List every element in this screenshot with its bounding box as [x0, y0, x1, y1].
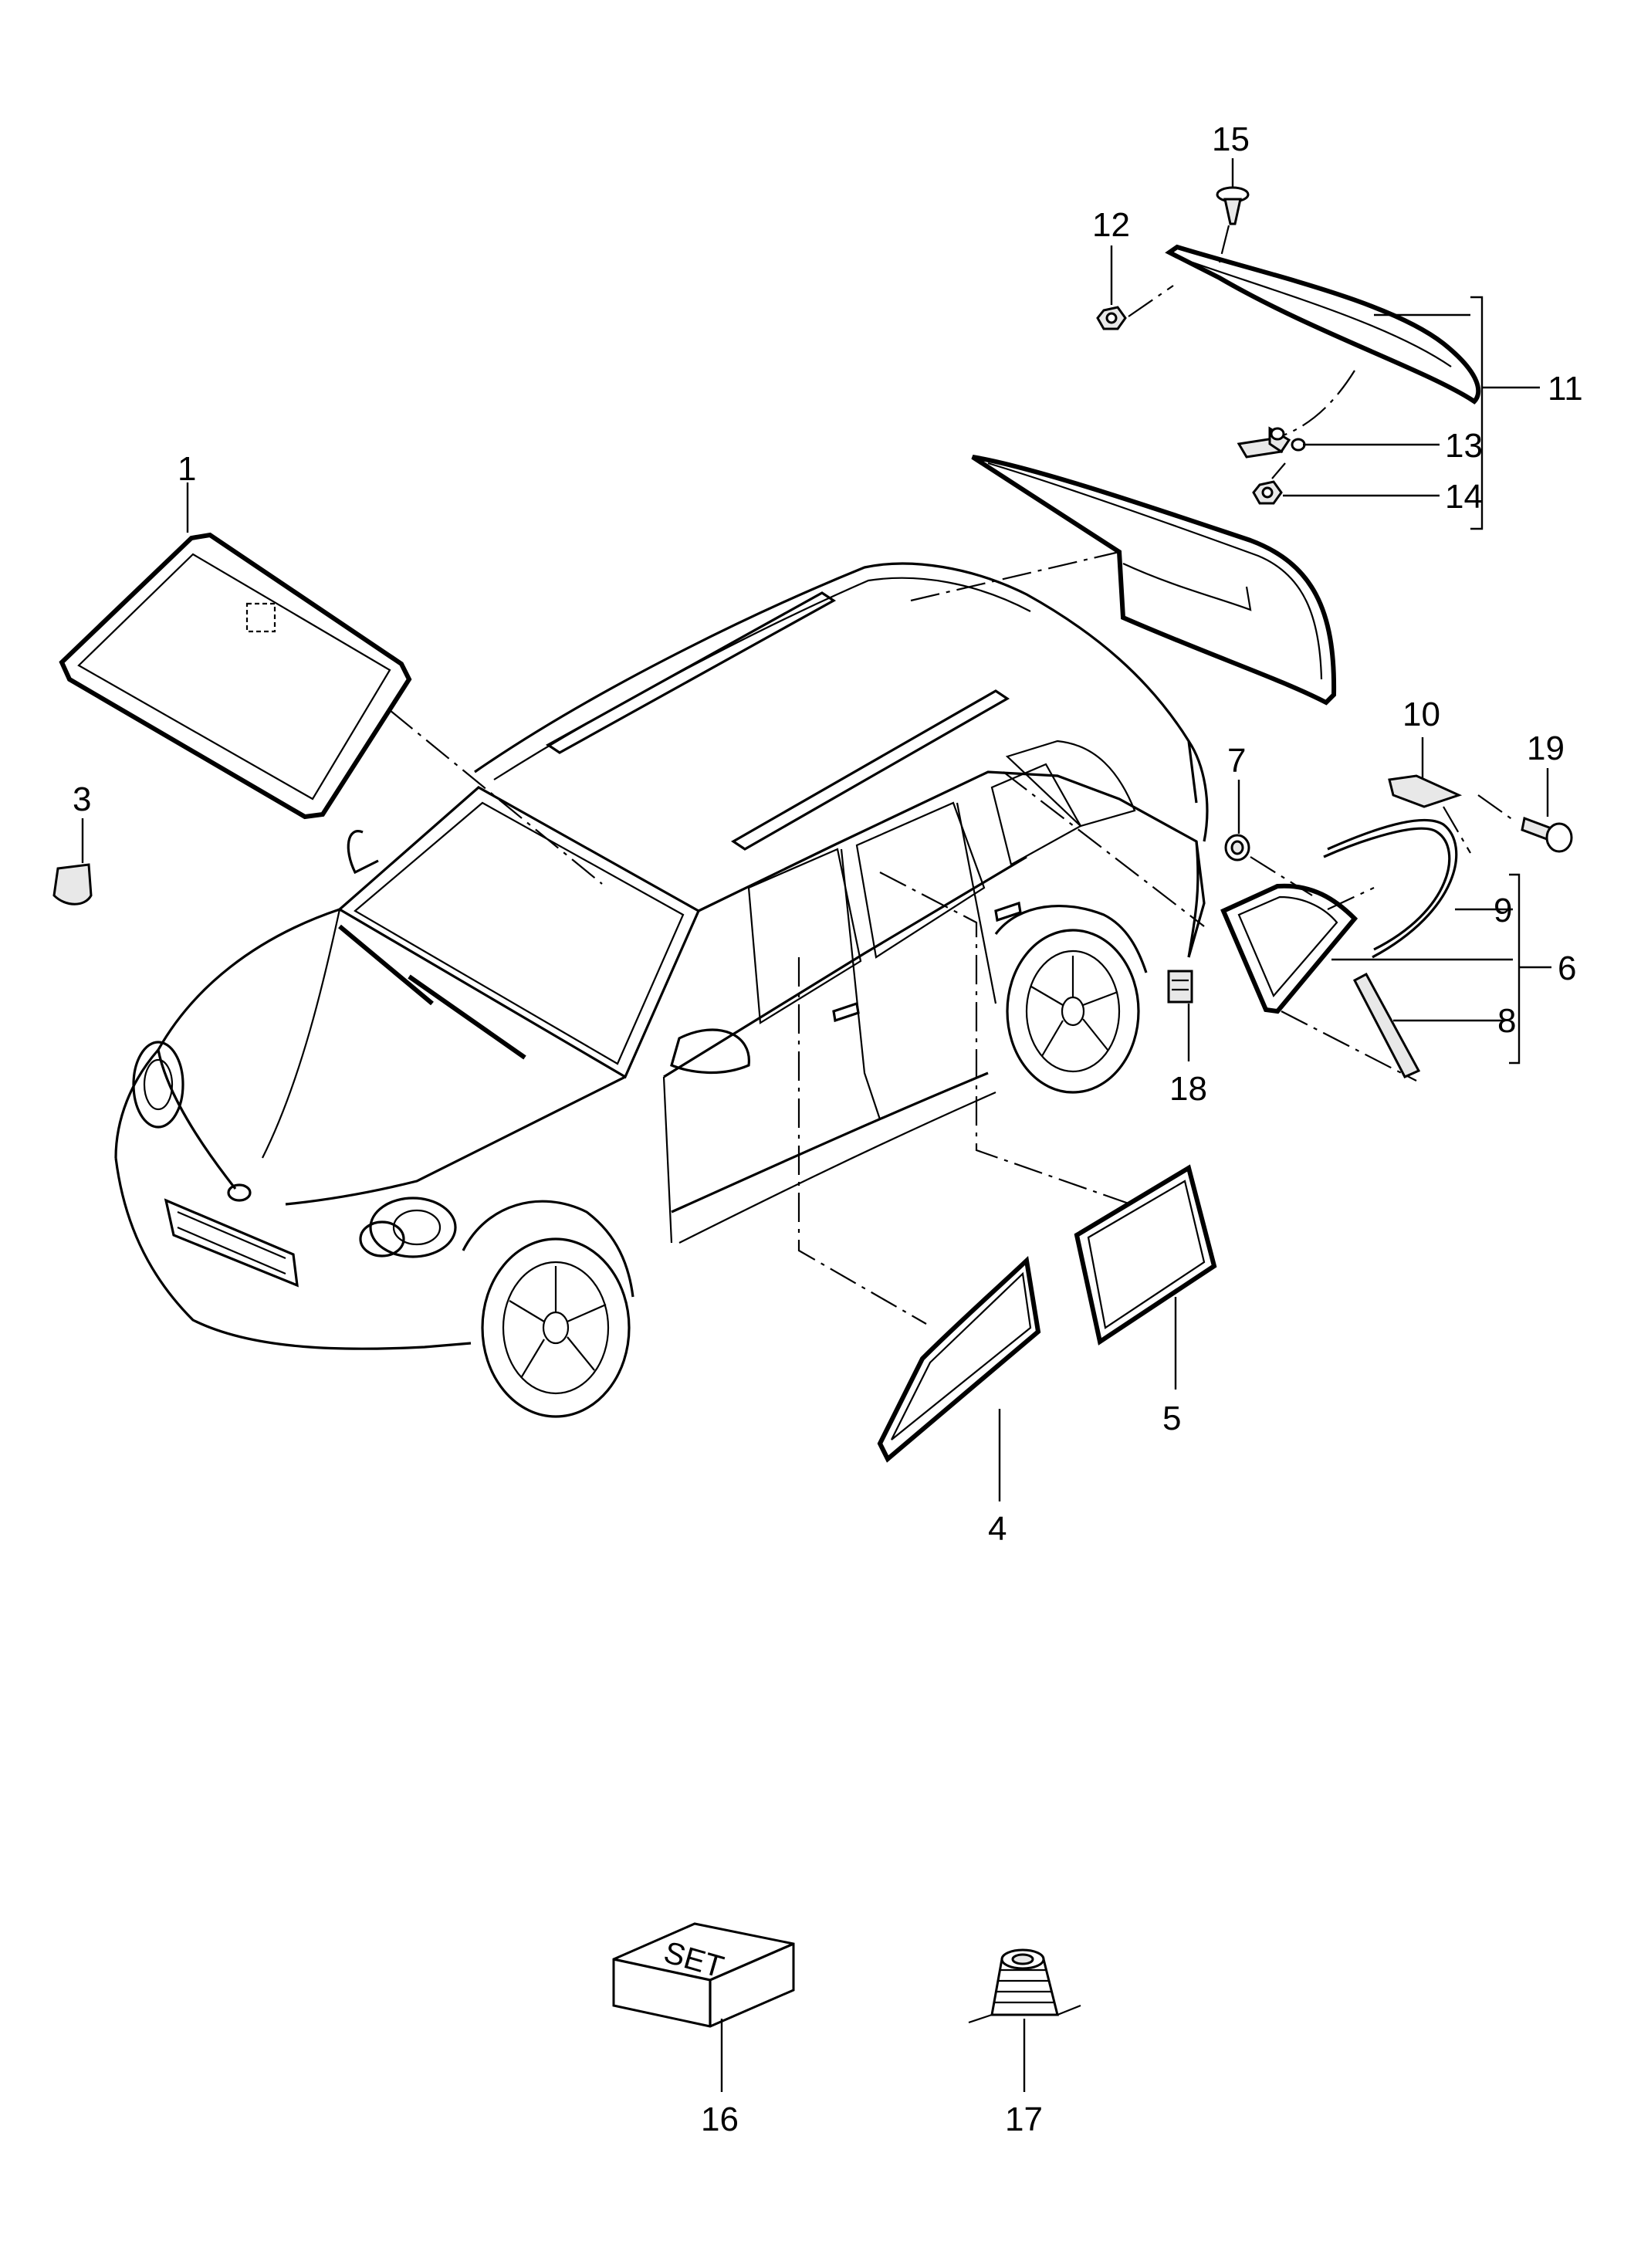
callout-13: 13	[1445, 427, 1483, 465]
callout-9: 9	[1494, 892, 1512, 929]
bracket-11	[1470, 296, 1540, 530]
grommet-part-7[interactable]	[1224, 780, 1313, 896]
front-door-glass-part[interactable]	[797, 957, 1041, 1501]
callout-8: 8	[1497, 1002, 1516, 1040]
rear-door-glass-part[interactable]	[879, 872, 1217, 1390]
nut-part-12[interactable]	[1096, 245, 1174, 330]
callout-7: 7	[1227, 742, 1246, 780]
clip-part-18[interactable]	[1167, 970, 1193, 1061]
callout-3: 3	[73, 780, 91, 818]
plug-part-15[interactable]	[1216, 158, 1250, 263]
set-box-part-16[interactable]: SET	[612, 1922, 795, 2092]
callout-15: 15	[1212, 120, 1250, 158]
nut-part-14[interactable]	[1252, 462, 1440, 505]
seal-part-9[interactable]	[1323, 818, 1513, 959]
clip-part-3[interactable]	[52, 818, 93, 906]
callout-16: 16	[701, 2100, 739, 2138]
callout-19: 19	[1527, 729, 1565, 767]
callout-14: 14	[1445, 478, 1483, 516]
quarter-glass-part-6[interactable]	[1003, 771, 1513, 1082]
callout-6: 6	[1558, 950, 1576, 987]
hinge-part-13[interactable]	[1237, 426, 1440, 459]
callout-4: 4	[988, 1510, 1007, 1548]
callout-10: 10	[1402, 696, 1440, 733]
callout-12: 12	[1092, 206, 1130, 244]
screw-part-19[interactable]	[1477, 768, 1573, 853]
callout-11: 11	[1548, 370, 1583, 408]
bracket-part-10[interactable]	[1388, 737, 1471, 854]
bracket-6	[1509, 873, 1551, 1065]
callout-5: 5	[1162, 1400, 1181, 1437]
rear-window-part[interactable]	[910, 455, 1337, 706]
trim-strip-part-8[interactable]	[1352, 972, 1505, 1078]
vehicle-body	[114, 562, 1209, 1418]
callout-18: 18	[1169, 1070, 1207, 1108]
callout-17: 17	[1005, 2100, 1043, 2138]
spoiler-part-11[interactable]	[1165, 244, 1481, 438]
windshield-part[interactable]	[59, 482, 603, 885]
sealant-cone-part-17[interactable]	[968, 1948, 1081, 2092]
callout-1: 1	[178, 450, 196, 488]
